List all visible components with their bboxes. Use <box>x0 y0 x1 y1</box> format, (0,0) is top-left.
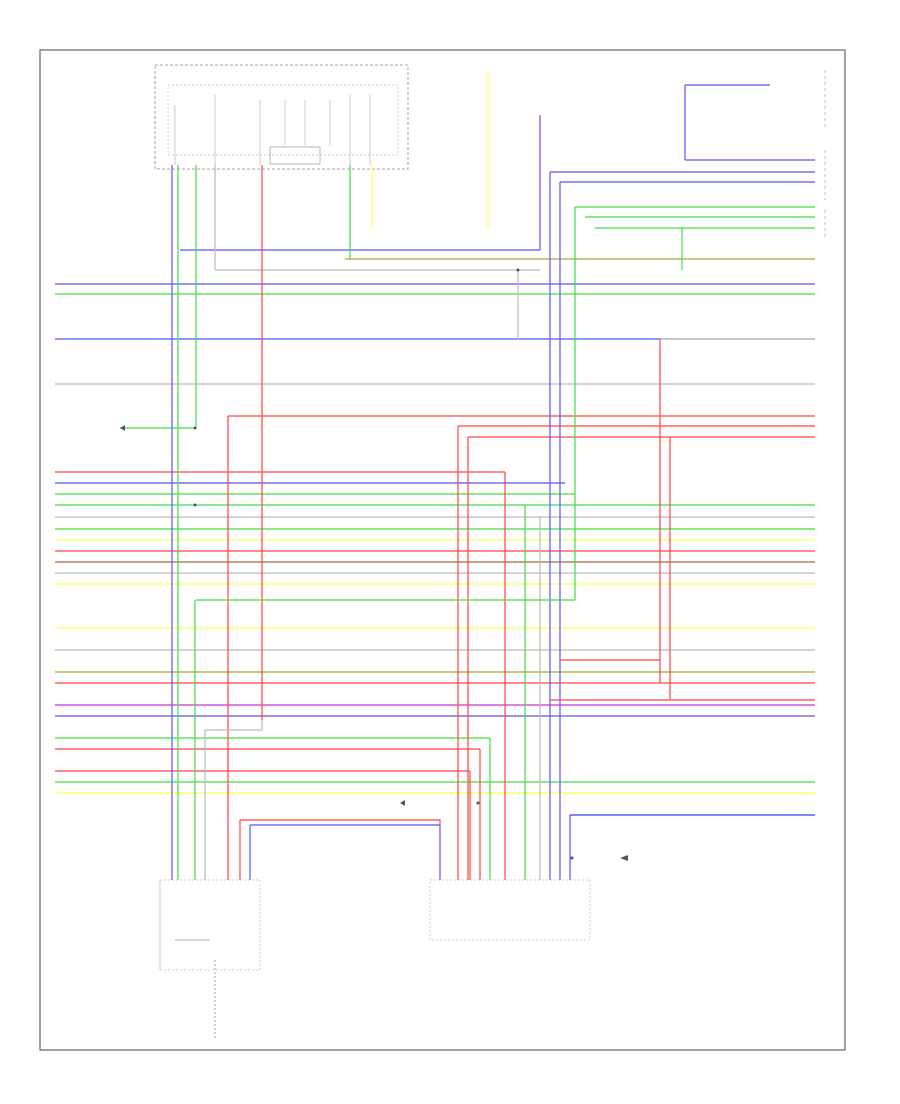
shift-solenoid-connector <box>159 879 261 1040</box>
wire-elbow-4 <box>240 819 441 825</box>
connector-markers <box>120 268 628 861</box>
horizontal-wires <box>55 171 815 816</box>
diagram-border <box>39 49 846 1051</box>
wire-elbow-3 <box>205 720 263 731</box>
tcm-connector <box>429 879 591 941</box>
fuse-relay-box <box>154 64 409 170</box>
vertical-wires <box>171 70 815 880</box>
